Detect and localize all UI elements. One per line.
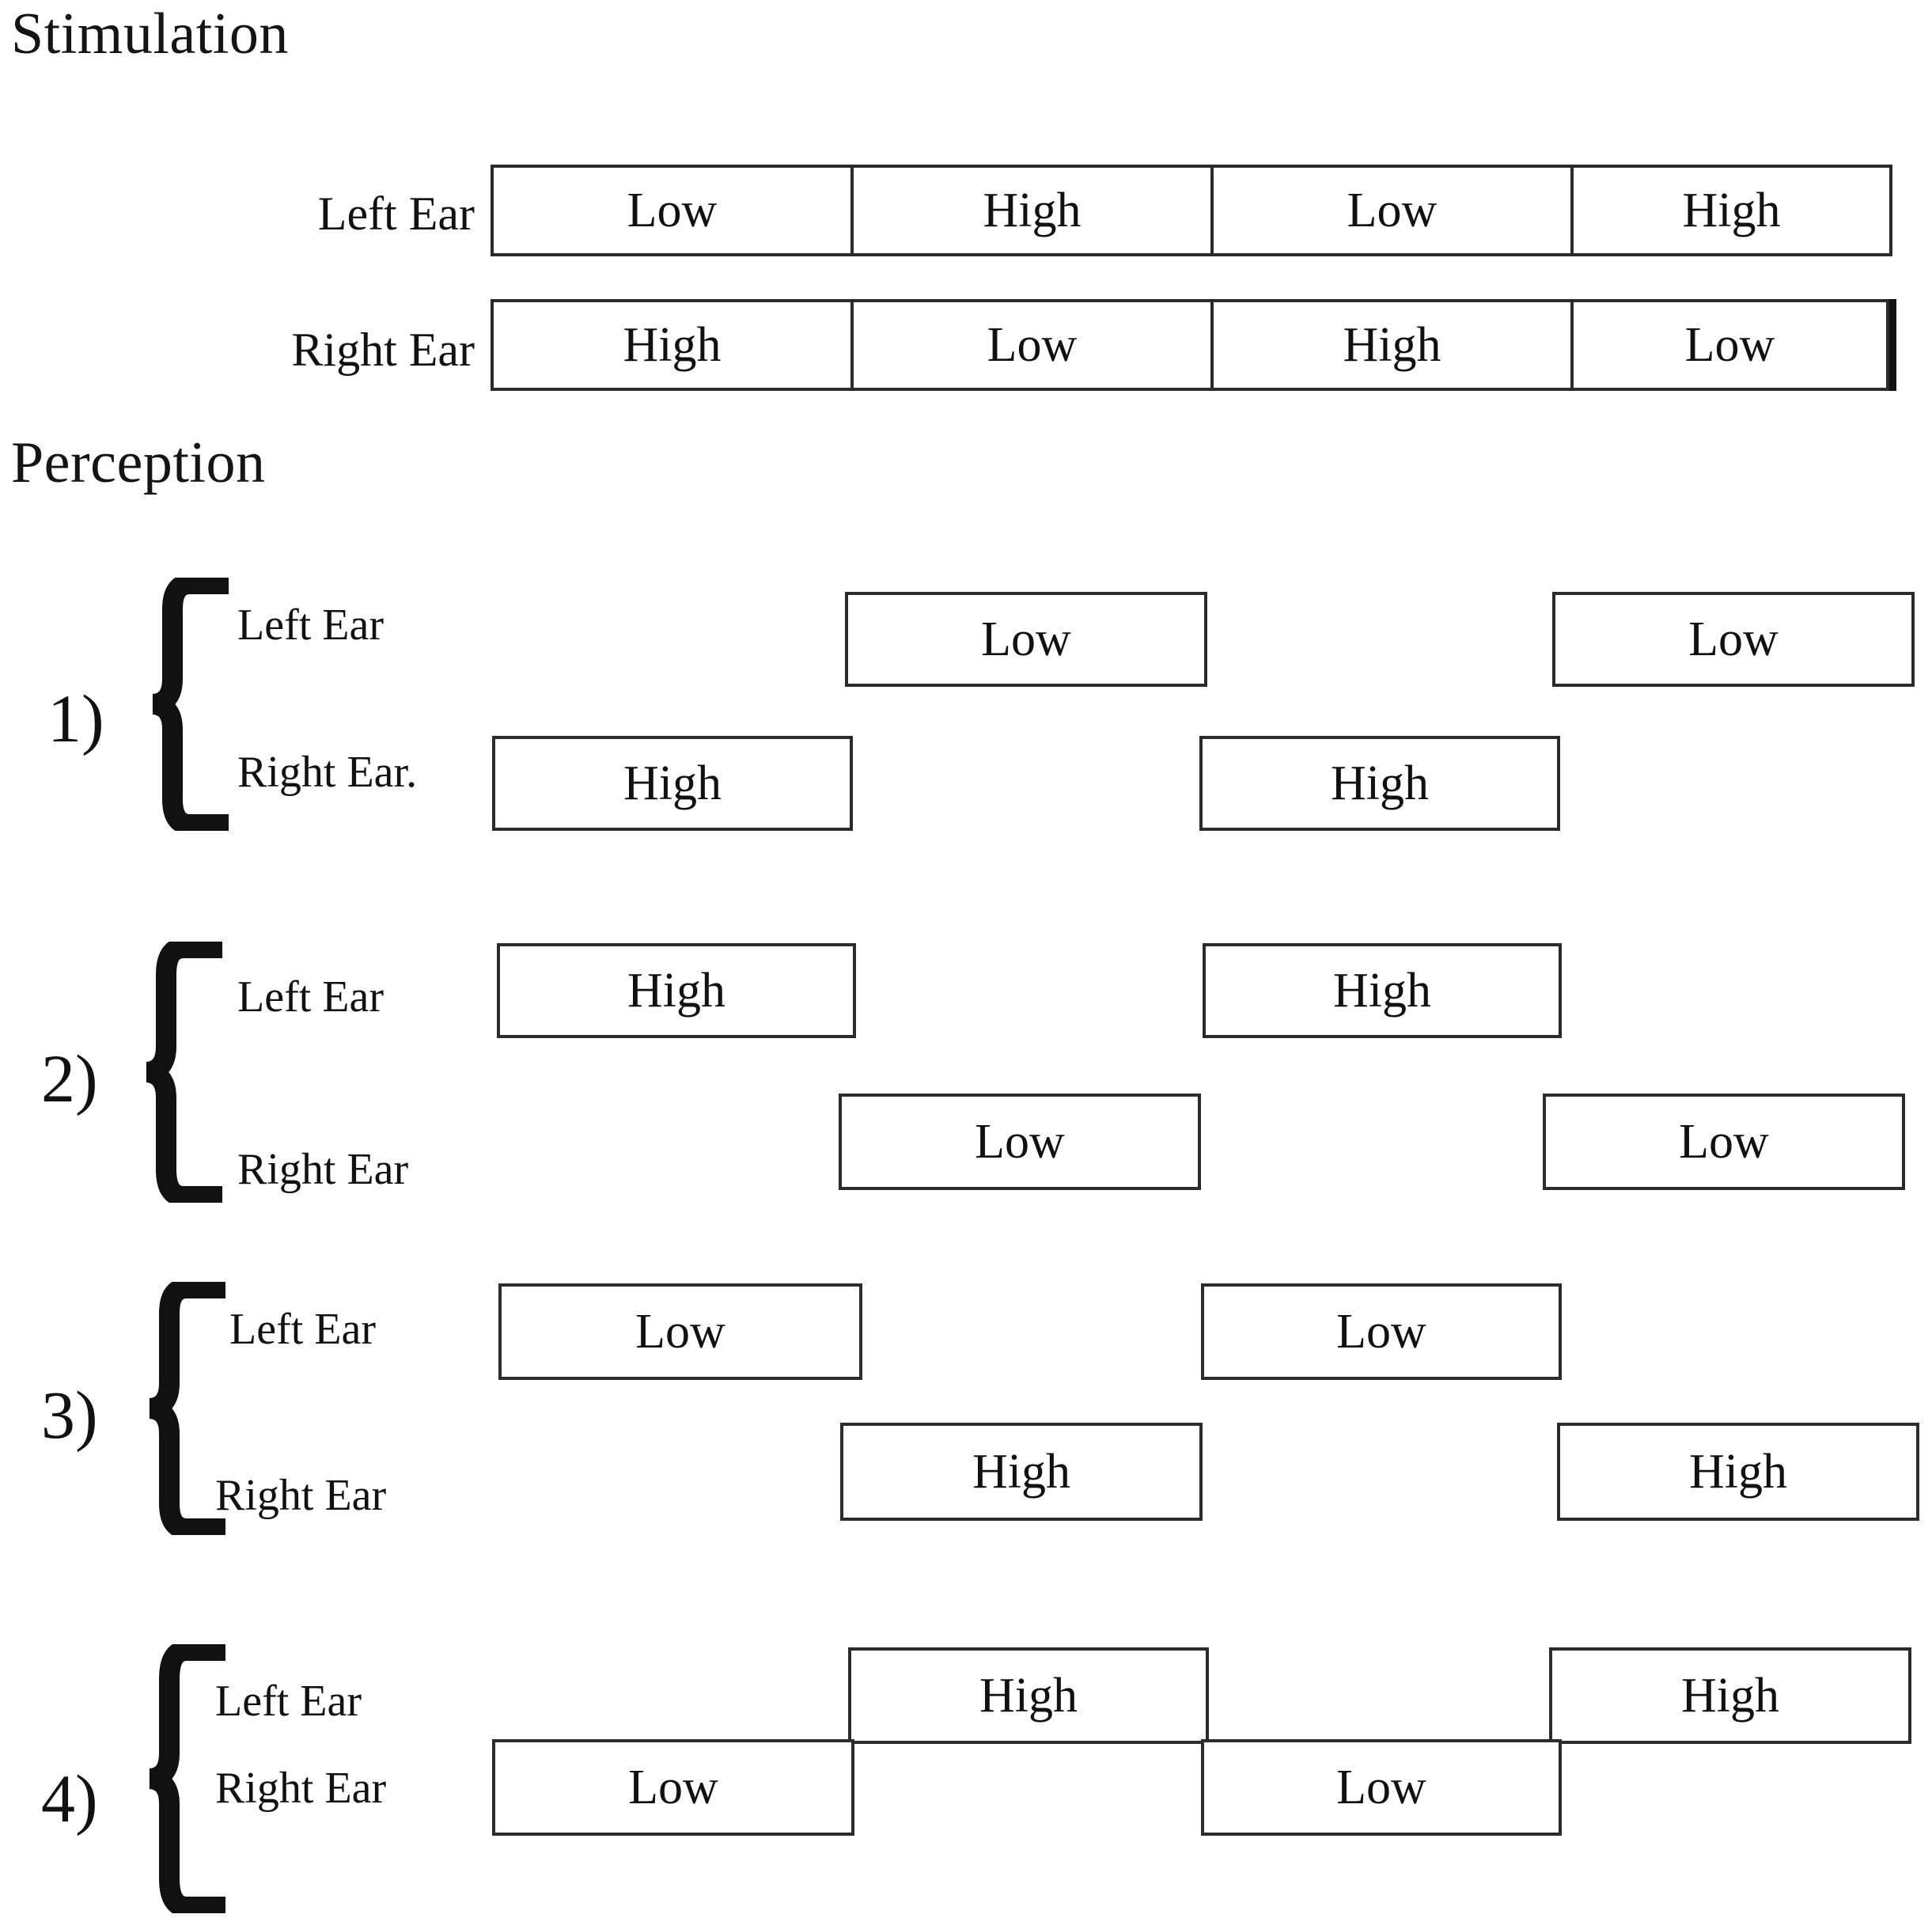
stimulation-left-cell-3: Low: [1214, 168, 1574, 253]
stimulation-right-ear-label: Right Ear: [291, 324, 475, 376]
perception-section-title: Perception: [11, 430, 266, 495]
perception-group-4-right-box-1: Low: [492, 1739, 854, 1836]
perception-group-1-left-box-2: Low: [1552, 592, 1915, 687]
stimulation-left-cell-2: High: [854, 168, 1214, 253]
perception-group-3-right-ear-label: Right Ear: [215, 1471, 387, 1520]
perception-group-2-left-box-1: High: [497, 943, 856, 1038]
perception-group-3-right-box-2: High: [1557, 1423, 1919, 1521]
perception-group-4-right-box-2: Low: [1201, 1739, 1562, 1836]
stimulation-left-cell-4: High: [1682, 183, 1781, 237]
stimulation-right-cell-4: Low: [1574, 302, 1889, 388]
perception-group-4-left-box-1: High: [848, 1647, 1209, 1744]
perception-group-2-right-box-1: Low: [839, 1094, 1201, 1190]
stimulation-right-cell-3: High: [1214, 302, 1574, 388]
perception-group-1-right-ear-label: Right Ear.: [237, 748, 418, 797]
perception-group-1-right-box-1: High: [492, 736, 853, 831]
stimulation-left-ear-label: Left Ear: [317, 188, 475, 240]
perception-group-4-right-ear-label: Right Ear: [215, 1764, 387, 1813]
stimulation-section-title: Stimulation: [11, 2, 289, 66]
perception-group-1-number: 1): [47, 680, 104, 756]
perception-group-2-brace: [136, 942, 223, 1203]
perception-group-4-left-box-2: High: [1549, 1647, 1911, 1744]
stimulation-right-cell-2: Low: [854, 302, 1214, 388]
stimulation-left-ear-row: Low High Low High: [491, 165, 1892, 256]
perception-group-2-number: 2): [41, 1040, 98, 1116]
stimulation-right-ear-row: High Low High Low: [491, 299, 1896, 391]
perception-group-4-left-ear-label: Left Ear: [215, 1677, 362, 1726]
perception-group-2-left-box-2: High: [1203, 943, 1562, 1038]
perception-group-4-number: 4): [41, 1761, 98, 1837]
stimulation-right-cell-1: High: [494, 302, 854, 388]
perception-group-3-left-box-2: Low: [1201, 1283, 1562, 1380]
perception-group-3-left-ear-label: Left Ear: [229, 1305, 376, 1354]
perception-group-2-right-ear-label: Right Ear: [237, 1145, 409, 1194]
perception-group-1-left-box-1: Low: [845, 592, 1207, 687]
perception-group-3-left-box-1: Low: [498, 1283, 862, 1380]
perception-group-3-right-box-1: High: [840, 1423, 1203, 1521]
perception-group-1-left-ear-label: Left Ear: [237, 601, 384, 650]
perception-group-3-brace: [139, 1282, 226, 1535]
perception-group-2-right-box-2: Low: [1543, 1094, 1905, 1190]
stimulation-left-cell-1: Low: [494, 168, 854, 253]
perception-group-1-right-box-2: High: [1199, 736, 1560, 831]
perception-group-1-brace: [142, 578, 229, 831]
perception-group-2-left-ear-label: Left Ear: [237, 972, 384, 1022]
stimulation-row-endcap: [1889, 299, 1896, 391]
perception-group-3-number: 3): [41, 1377, 98, 1453]
perception-group-4-brace: [139, 1644, 226, 1913]
